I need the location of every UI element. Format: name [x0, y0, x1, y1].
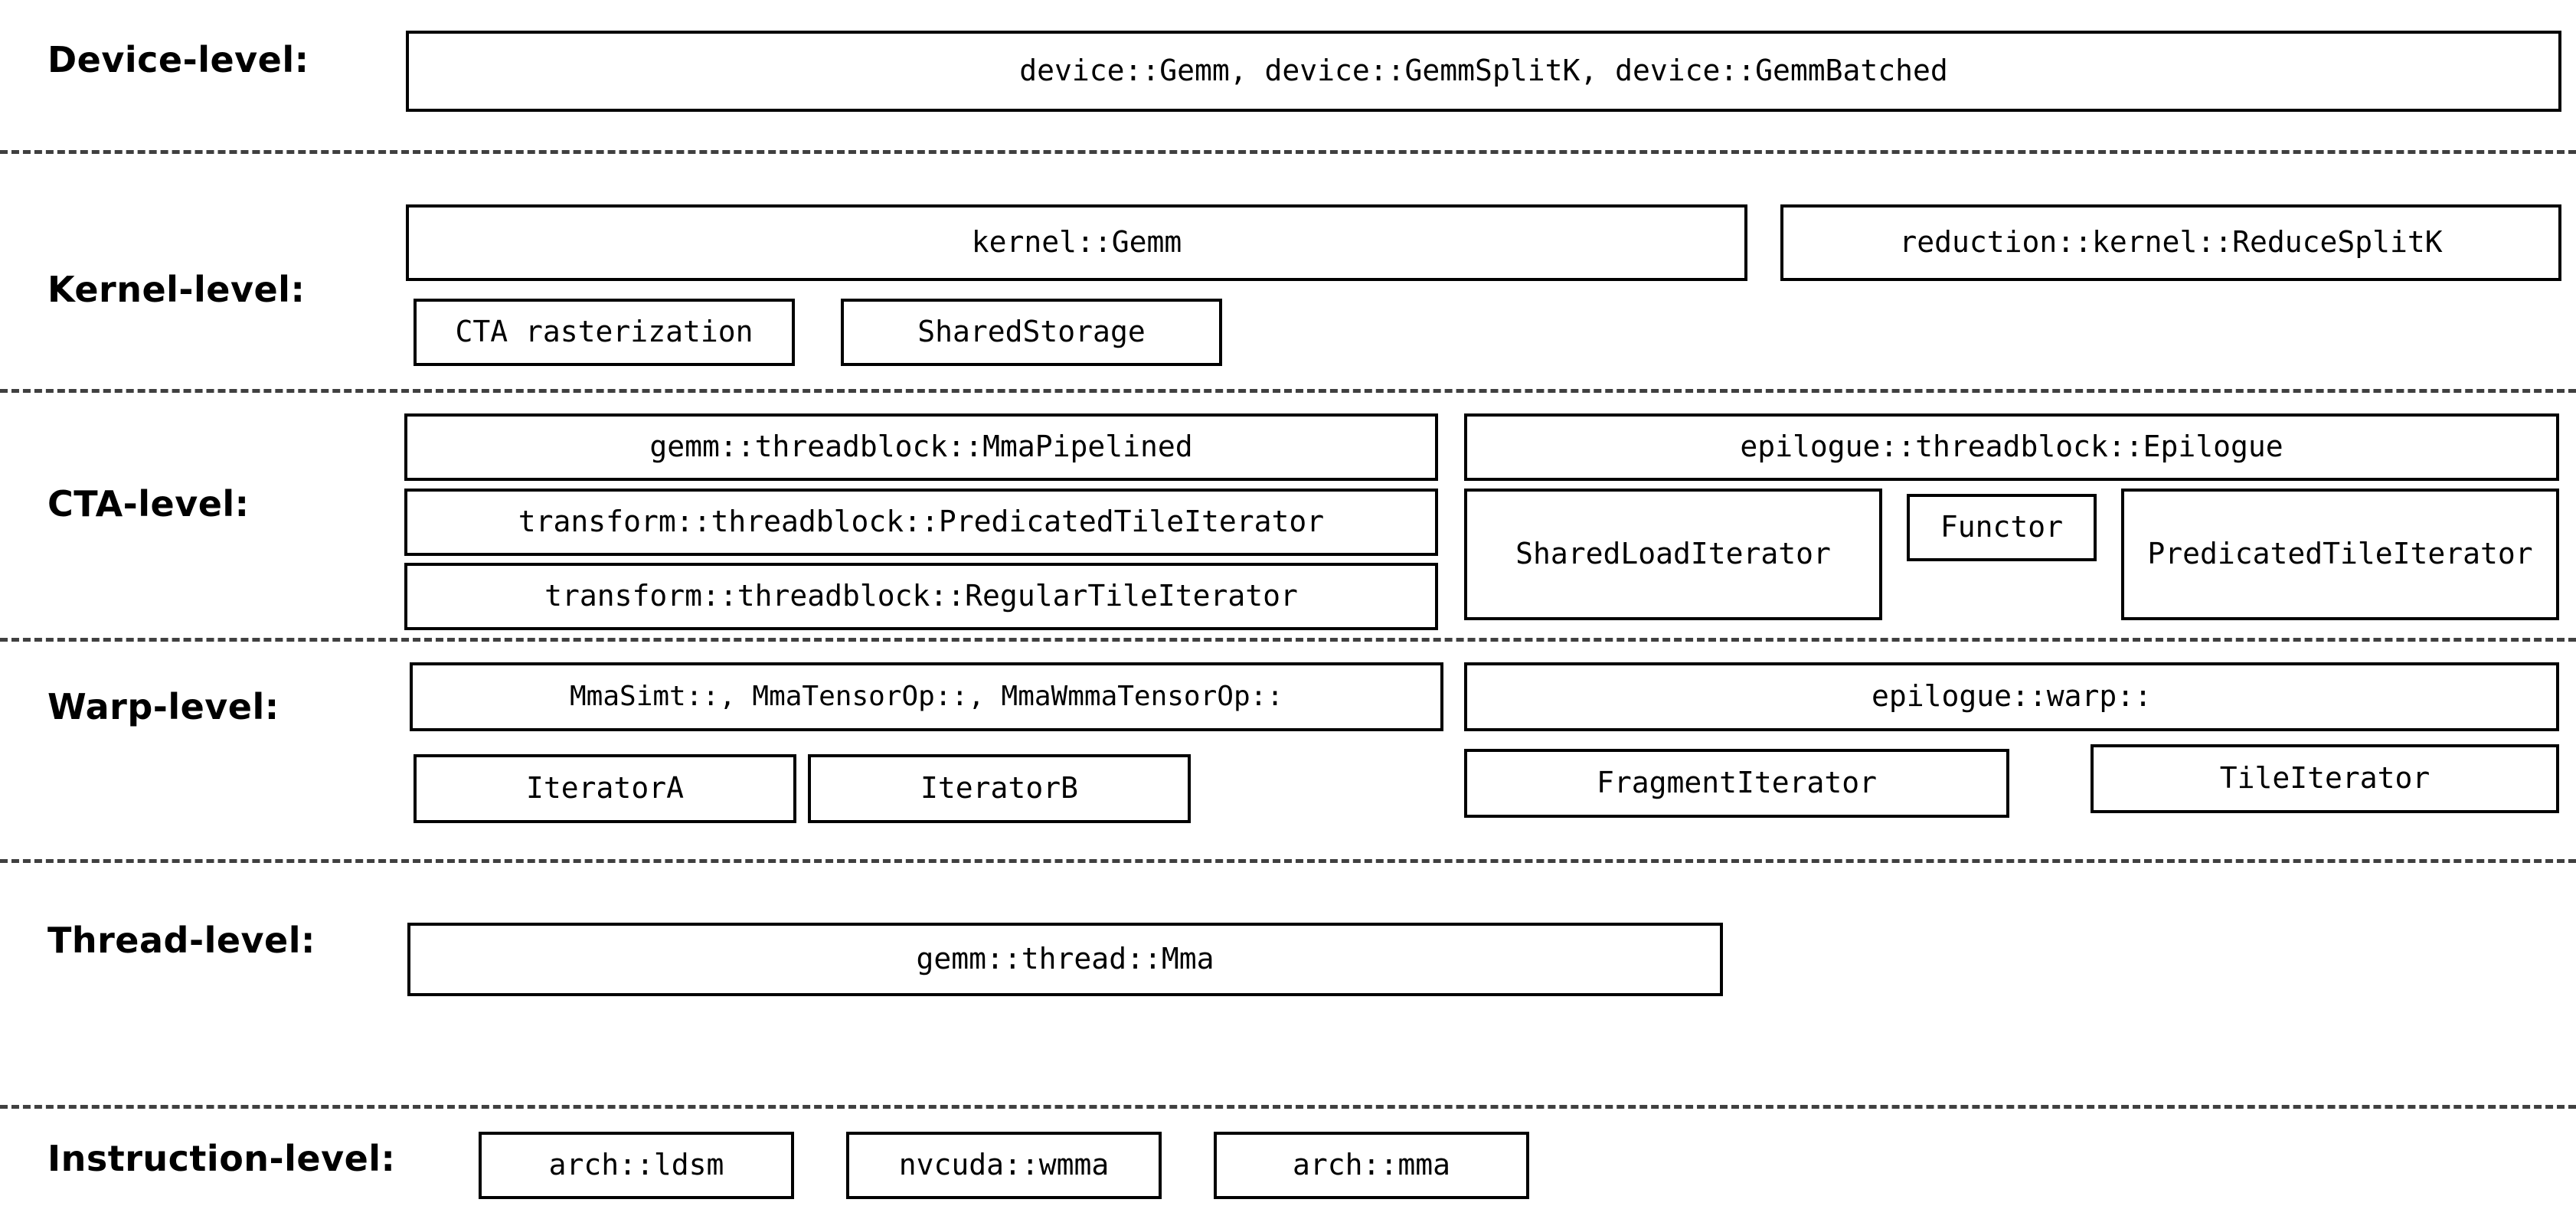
box-kernel-gemm[interactable]: kernel::Gemm — [406, 204, 1747, 281]
box-epilogue-threadblock-epilogue[interactable]: epilogue::threadblock::Epilogue — [1464, 413, 2559, 481]
divider-3 — [0, 638, 2576, 642]
box-functor[interactable]: Functor — [1907, 494, 2097, 561]
box-reduction-kernel-reducesplitk[interactable]: reduction::kernel::ReduceSplitK — [1780, 204, 2561, 281]
level-label-instruction: Instruction-level: — [47, 1138, 396, 1179]
divider-2 — [0, 389, 2576, 393]
box-arch-ldsm[interactable]: arch::ldsm — [479, 1132, 794, 1199]
box-device-gemm[interactable]: device::Gemm, device::GemmSplitK, device… — [406, 31, 2561, 112]
level-label-device: Device-level: — [47, 39, 309, 80]
box-arch-mma[interactable]: arch::mma — [1214, 1132, 1529, 1199]
divider-1 — [0, 150, 2576, 154]
box-cta-rasterization[interactable]: CTA rasterization — [414, 299, 795, 366]
level-label-thread: Thread-level: — [47, 920, 315, 961]
box-epilogue-warp[interactable]: epilogue::warp:: — [1464, 662, 2559, 731]
box-gemm-thread-mma[interactable]: gemm::thread::Mma — [407, 923, 1723, 996]
level-label-kernel: Kernel-level: — [47, 269, 306, 310]
box-transform-threadblock-predicatedtileiterator[interactable]: transform::threadblock::PredicatedTileIt… — [404, 489, 1438, 556]
box-nvcuda-wmma[interactable]: nvcuda::wmma — [846, 1132, 1162, 1199]
box-warp-mma-variants[interactable]: MmaSimt::, MmaTensorOp::, MmaWmmaTensorO… — [410, 662, 1443, 731]
box-transform-threadblock-regulartileiterator[interactable]: transform::threadblock::RegularTileItera… — [404, 563, 1438, 630]
divider-4 — [0, 859, 2576, 863]
box-fragmentiterator[interactable]: FragmentIterator — [1464, 749, 2009, 818]
box-gemm-threadblock-mmapipelined[interactable]: gemm::threadblock::MmaPipelined — [404, 413, 1438, 481]
box-sharedstorage[interactable]: SharedStorage — [841, 299, 1222, 366]
box-epilogue-predicatedtileiterator[interactable]: PredicatedTileIterator — [2121, 489, 2559, 620]
divider-5 — [0, 1105, 2576, 1109]
box-sharedloaditerator[interactable]: SharedLoadIterator — [1464, 489, 1882, 620]
level-label-warp: Warp-level: — [47, 686, 280, 727]
box-iterator-a[interactable]: IteratorA — [414, 754, 796, 823]
level-label-cta: CTA-level: — [47, 483, 250, 525]
box-tileiterator[interactable]: TileIterator — [2091, 744, 2559, 813]
box-iterator-b[interactable]: IteratorB — [808, 754, 1191, 823]
